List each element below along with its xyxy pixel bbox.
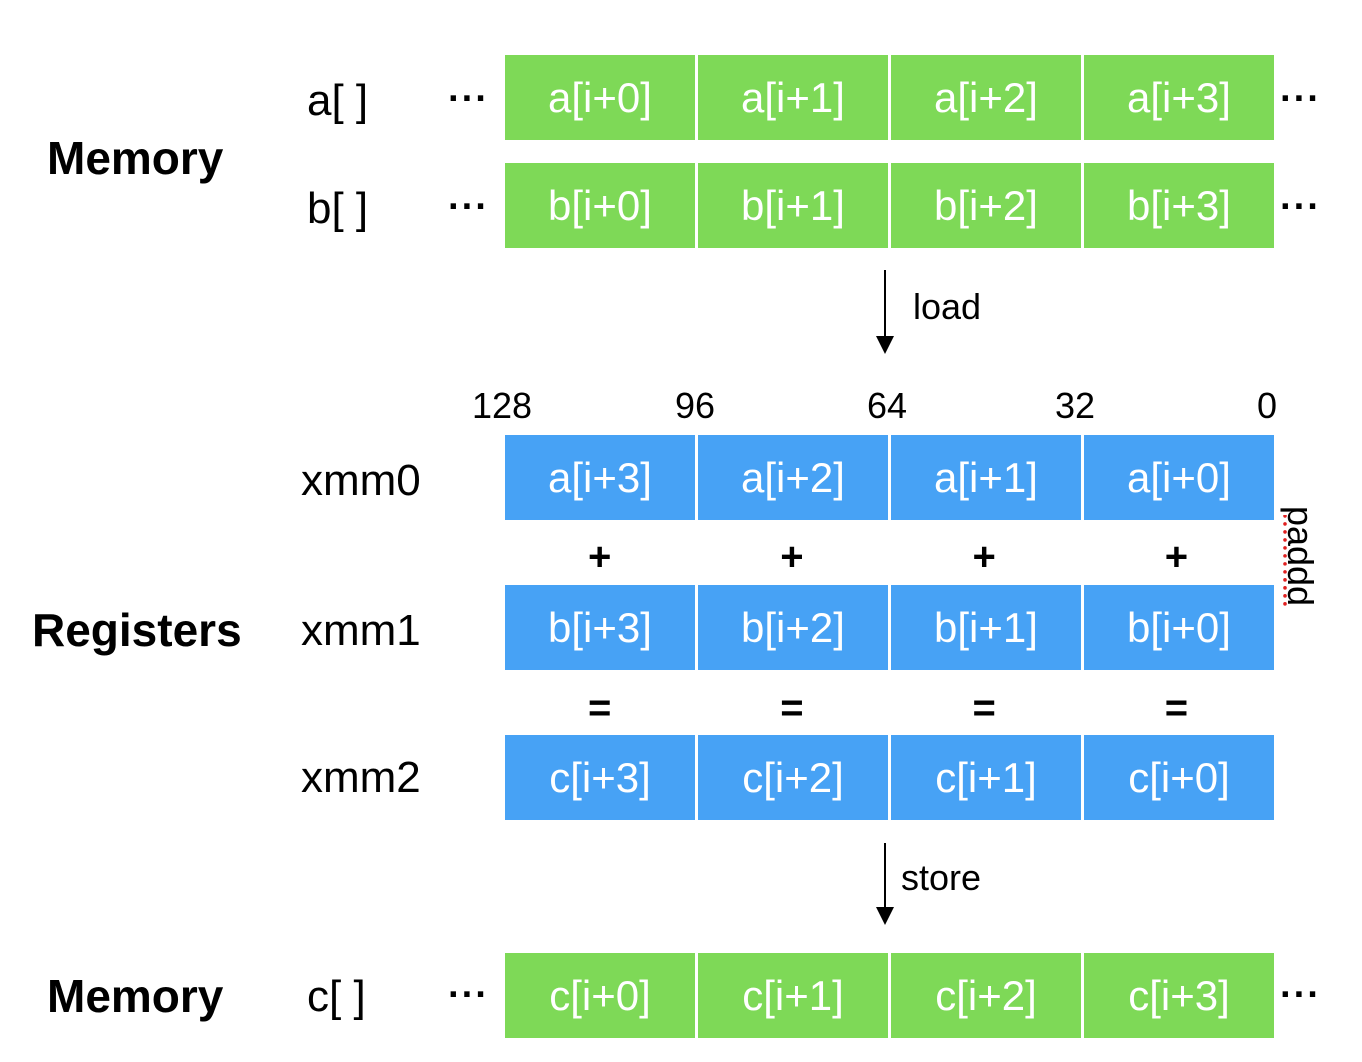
xmm2-lane: c[i+1] bbox=[891, 735, 1081, 820]
equals-operator: = bbox=[780, 686, 804, 730]
array-b-label: b[ ] bbox=[307, 184, 369, 233]
equals-operator: = bbox=[587, 686, 612, 730]
array-a-cell: a[i+0] bbox=[505, 55, 695, 140]
bit-position-label: 128 bbox=[471, 385, 533, 426]
registers-section-label: Registers bbox=[32, 604, 242, 656]
equals-operator: = bbox=[1164, 686, 1189, 730]
bit-position-label: 64 bbox=[866, 385, 908, 426]
paddd-instruction-label: paddd bbox=[1280, 505, 1321, 607]
array-a-ellipsis-right: ··· bbox=[1280, 78, 1321, 120]
array-a-cell: a[i+1] bbox=[698, 55, 888, 140]
xmm0-label: xmm0 bbox=[301, 456, 421, 505]
array-a-ellipsis-left: ··· bbox=[448, 78, 489, 120]
array-b-cell: b[i+1] bbox=[698, 163, 888, 248]
plus-operator: + bbox=[587, 535, 612, 579]
bit-position-label: 96 bbox=[674, 385, 716, 426]
array-a-cells: a[i+0] a[i+1] a[i+2] a[i+3] bbox=[505, 55, 1274, 140]
array-a-label: a[ ] bbox=[307, 76, 369, 125]
xmm2-cells: c[i+3] c[i+2] c[i+1] c[i+0] bbox=[505, 735, 1274, 820]
array-b-cell: b[i+0] bbox=[505, 163, 695, 248]
xmm2-lane: c[i+3] bbox=[505, 735, 695, 820]
equals-operator: = bbox=[972, 686, 996, 730]
xmm0-lane: a[i+3] bbox=[505, 435, 695, 520]
xmm1-lane: b[i+3] bbox=[505, 585, 695, 670]
array-c-ellipsis-right: ··· bbox=[1280, 974, 1321, 1016]
plus-operator: + bbox=[1164, 535, 1189, 579]
bit-position-label: 32 bbox=[1054, 385, 1096, 426]
xmm1-lane: b[i+1] bbox=[891, 585, 1081, 670]
xmm0-cells: a[i+3] a[i+2] a[i+1] a[i+0] bbox=[505, 435, 1274, 520]
xmm0-lane: a[i+2] bbox=[698, 435, 888, 520]
xmm1-lane: b[i+2] bbox=[698, 585, 888, 670]
array-c-cell: c[i+2] bbox=[891, 953, 1081, 1038]
xmm0-lane: a[i+1] bbox=[891, 435, 1081, 520]
xmm1-cells: b[i+3] b[i+2] b[i+1] b[i+0] bbox=[505, 585, 1274, 670]
load-arrow-label: load bbox=[913, 286, 982, 327]
array-c-ellipsis-left: ··· bbox=[448, 974, 489, 1016]
store-arrow bbox=[876, 843, 894, 925]
plus-operator: + bbox=[780, 535, 804, 579]
store-arrow-label: store bbox=[901, 857, 982, 898]
xmm2-label: xmm2 bbox=[301, 753, 421, 802]
array-b-cells: b[i+0] b[i+1] b[i+2] b[i+3] bbox=[505, 163, 1274, 248]
xmm2-lane: c[i+0] bbox=[1084, 735, 1274, 820]
array-b-ellipsis-left: ··· bbox=[448, 186, 489, 228]
array-c-label: c[ ] bbox=[307, 972, 366, 1021]
plus-operator: + bbox=[972, 535, 996, 579]
xmm0-lane: a[i+0] bbox=[1084, 435, 1274, 520]
array-c-cell: c[i+3] bbox=[1084, 953, 1274, 1038]
array-b-ellipsis-right: ··· bbox=[1280, 186, 1321, 228]
memory-section-label: Memory bbox=[47, 132, 224, 184]
array-b-cell: b[i+3] bbox=[1084, 163, 1274, 248]
array-c-cell: c[i+1] bbox=[698, 953, 888, 1038]
memory-section-label: Memory bbox=[47, 970, 224, 1022]
array-a-cell: a[i+3] bbox=[1084, 55, 1274, 140]
xmm2-lane: c[i+2] bbox=[698, 735, 888, 820]
array-a-cell: a[i+2] bbox=[891, 55, 1081, 140]
equals-operators: = = = = bbox=[505, 688, 1271, 728]
array-c-cell: c[i+0] bbox=[505, 953, 695, 1038]
load-arrow bbox=[876, 270, 894, 354]
xmm1-label: xmm1 bbox=[301, 606, 421, 655]
plus-operators: + + + + bbox=[505, 537, 1271, 577]
xmm1-lane: b[i+0] bbox=[1084, 585, 1274, 670]
bit-position-label: 0 bbox=[1256, 385, 1278, 426]
array-b-cell: b[i+2] bbox=[891, 163, 1081, 248]
array-c-cells: c[i+0] c[i+1] c[i+2] c[i+3] bbox=[505, 953, 1274, 1038]
